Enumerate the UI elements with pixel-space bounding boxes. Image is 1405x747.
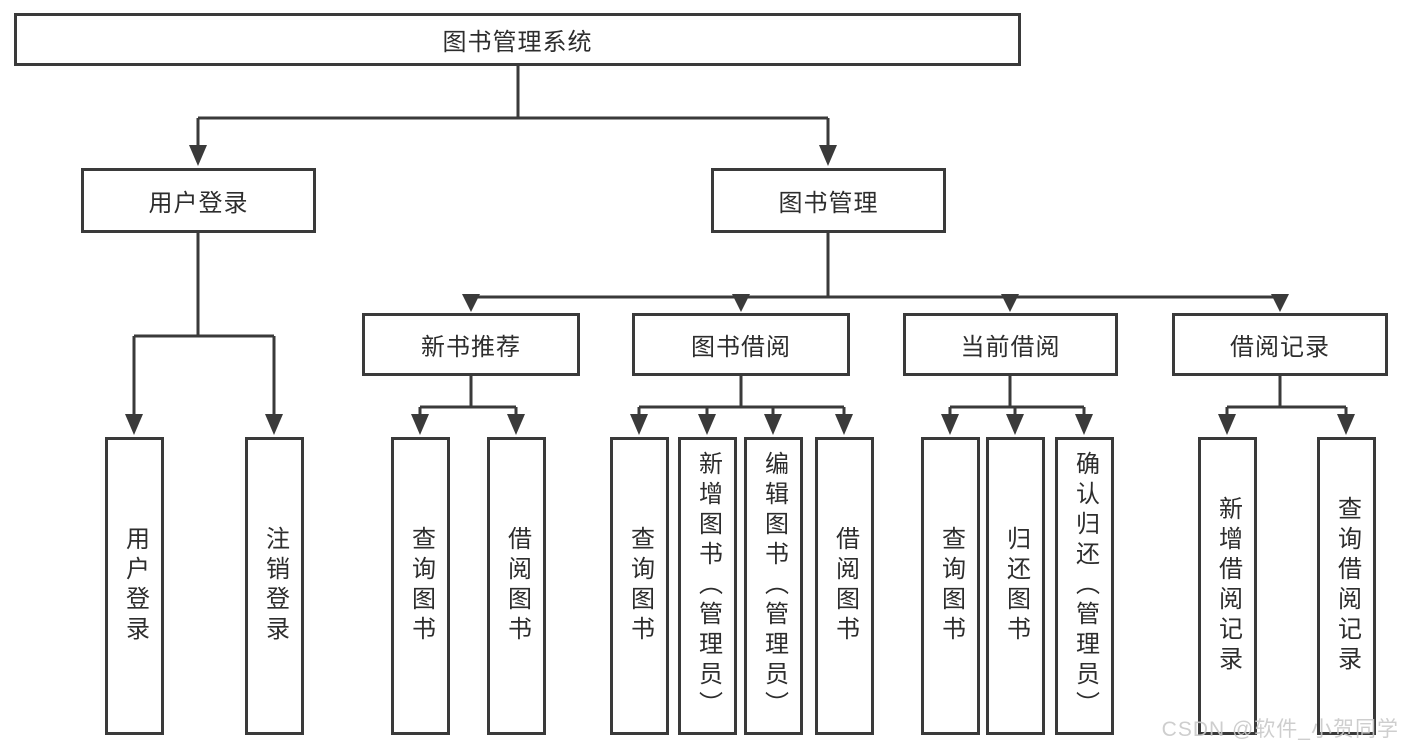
arrowhead: [1006, 414, 1024, 435]
arrowhead: [1337, 414, 1355, 435]
node-borrow-books-borrowing: 借阅图书: [815, 437, 874, 735]
arrowhead: [941, 414, 959, 435]
node-label: 查询图书: [407, 526, 435, 646]
connector-book-management: [471, 233, 1280, 299]
node-label: 借阅图书: [503, 526, 531, 646]
arrowhead: [1271, 294, 1289, 312]
arrowhead: [698, 414, 716, 435]
arrowhead: [1218, 414, 1236, 435]
node-label: 借阅图书: [831, 526, 859, 646]
connector-root-trunk: [196, 66, 830, 147]
node-label: 用户登录: [121, 526, 149, 646]
node-label: 图书借阅: [691, 334, 791, 361]
node-label: 用户登录: [148, 190, 249, 217]
node-label: 借阅记录: [1230, 334, 1330, 361]
connector-current-borrowing: [948, 376, 1086, 415]
node-label: 确认归还（管理员）: [1071, 451, 1099, 721]
node-label: 查询图书: [626, 526, 654, 646]
arrowhead: [1001, 294, 1019, 312]
connector-book-borrowing: [637, 376, 846, 415]
node-add-books-admin: 新增图书（管理员）: [678, 437, 737, 735]
connector-borrowing-records: [1225, 376, 1348, 415]
node-return-books: 归还图书: [986, 437, 1045, 735]
arrowhead: [764, 414, 782, 435]
node-add-borrow-record: 新增借阅记录: [1198, 437, 1257, 735]
node-label: 新增图书（管理员）: [694, 451, 722, 721]
node-label: 新书推荐: [421, 334, 521, 361]
node-label: 查询图书: [937, 526, 965, 646]
node-label: 新增借阅记录: [1214, 496, 1242, 676]
connector-user-login: [132, 233, 276, 415]
node-borrowing-records: 借阅记录: [1172, 313, 1388, 376]
node-borrow-books-recommend: 借阅图书: [487, 437, 546, 735]
node-label: 当前借阅: [960, 334, 1061, 361]
node-book-borrowing: 图书借阅: [632, 313, 850, 376]
node-label: 归还图书: [1002, 526, 1030, 646]
node-search-books-borrowing: 查询图书: [610, 437, 669, 735]
node-book-management: 图书管理: [711, 168, 946, 233]
arrowhead: [462, 294, 480, 312]
arrowhead: [125, 414, 143, 435]
node-root-system: 图书管理系统: [14, 13, 1021, 66]
arrowhead: [411, 414, 429, 435]
arrowhead: [1075, 414, 1093, 435]
arrowhead: [819, 145, 837, 166]
node-search-borrow-record: 查询借阅记录: [1317, 437, 1376, 735]
node-new-book-recommend: 新书推荐: [362, 313, 580, 376]
connector-new-book: [418, 376, 518, 415]
node-confirm-return-admin: 确认归还（管理员）: [1055, 437, 1114, 735]
arrowheads: [125, 145, 1355, 435]
node-label: 编辑图书（管理员）: [760, 451, 788, 721]
node-label: 注销登录: [261, 526, 289, 646]
node-label: 图书管理系统: [442, 29, 593, 56]
node-search-books-current: 查询图书: [921, 437, 980, 735]
node-label: 查询借阅记录: [1333, 496, 1361, 676]
arrowhead: [835, 414, 853, 435]
csdn-watermark: CSDN @软件_小贺同学: [1161, 718, 1399, 741]
arrowhead: [189, 145, 207, 166]
arrowhead: [507, 414, 525, 435]
node-user-login-action: 用户登录: [105, 437, 164, 735]
arrowhead: [630, 414, 648, 435]
node-current-borrowing: 当前借阅: [903, 313, 1118, 376]
node-user-login: 用户登录: [81, 168, 316, 233]
arrowhead: [732, 294, 750, 312]
node-search-books-recommend: 查询图书: [391, 437, 450, 735]
node-label: 图书管理: [778, 190, 879, 217]
node-logout-action: 注销登录: [245, 437, 304, 735]
arrowhead: [265, 414, 283, 435]
node-edit-books-admin: 编辑图书（管理员）: [744, 437, 803, 735]
